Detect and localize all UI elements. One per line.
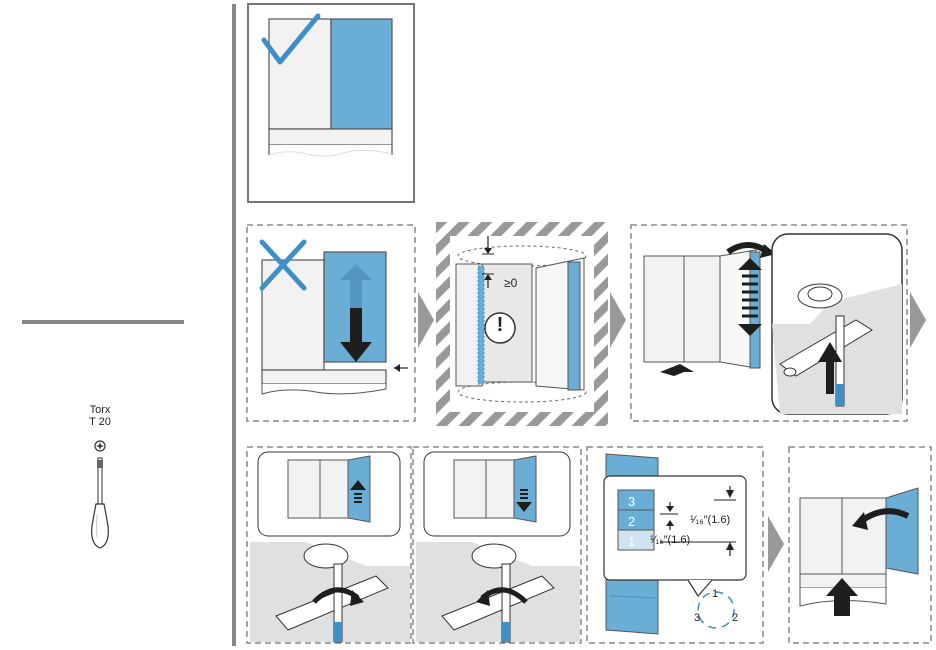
next-step-arrow-icon	[766, 514, 786, 574]
rotate-arrow-icon	[474, 580, 534, 620]
checkmark-icon	[260, 12, 322, 68]
scale-number-3: 3	[628, 494, 636, 509]
sequence-number-1: 1	[712, 588, 719, 600]
offset-label-a: ¹⁄₁₆″(1.6)	[690, 514, 731, 526]
cross-icon	[258, 238, 310, 294]
divider-line	[22, 320, 184, 324]
main-vertical-separator	[232, 4, 236, 646]
sequence-number-2: 2	[732, 612, 739, 624]
next-step-arrow-icon	[908, 290, 928, 350]
rotate-arrow-icon	[306, 580, 366, 620]
offset-label-b: ¹⁄₁₆″(1.6)	[650, 534, 691, 546]
torx-screwdriver-icon	[88, 436, 112, 556]
next-step-arrow-icon	[608, 290, 628, 350]
panel-adjust-door-height	[630, 224, 908, 422]
panel-adjustment-scale	[586, 446, 764, 644]
gap-label: ≥0	[504, 276, 518, 290]
panel-gap-warning	[436, 222, 608, 426]
scale-number-2: 2	[628, 514, 636, 529]
sequence-number-3: 3	[694, 612, 701, 624]
panel-correct-alignment	[247, 3, 415, 203]
warning-icon: !	[496, 314, 504, 336]
scale-number-1: 1	[628, 534, 636, 549]
panel-close-door	[788, 446, 932, 644]
tool-label-line2: T 20	[89, 416, 111, 428]
tool-label-line1: Torx	[89, 404, 111, 416]
next-step-arrow-icon	[416, 290, 436, 350]
